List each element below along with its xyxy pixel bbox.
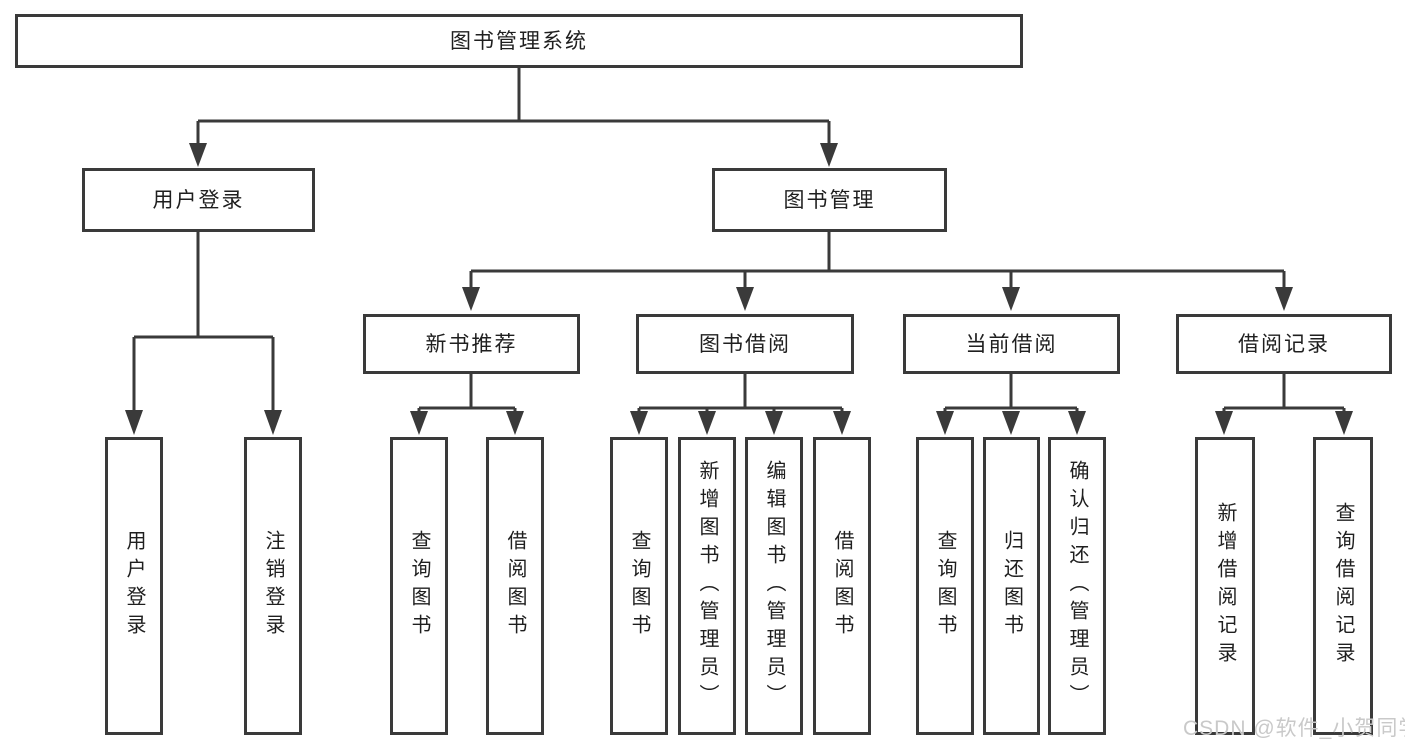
node-label: 图书管理系统 bbox=[450, 29, 588, 53]
node-label: 用户登录 bbox=[152, 188, 245, 212]
node-library-system: 图书管理系统 bbox=[15, 14, 1023, 68]
node-book-borrow: 图书借阅 bbox=[636, 314, 854, 374]
leaf-add-borrow-record: 新增借阅记录 bbox=[1195, 437, 1255, 735]
node-new-book-recommend: 新书推荐 bbox=[363, 314, 580, 374]
node-current-borrow: 当前借阅 bbox=[903, 314, 1120, 374]
arrowhead-icon bbox=[1335, 411, 1353, 435]
node-book-management: 图书管理 bbox=[712, 168, 947, 232]
arrowhead-icon bbox=[506, 411, 524, 435]
node-label: 注销登录 bbox=[262, 530, 284, 642]
arrowhead-icon bbox=[1275, 287, 1293, 311]
node-label: 查询图书 bbox=[934, 530, 956, 642]
leaf-add-book-admin: 新增图书（管理员） bbox=[678, 437, 736, 735]
connector-current-borrow-to-leaves bbox=[936, 374, 1086, 435]
node-label: 新增图书（管理员） bbox=[696, 460, 718, 712]
leaf-edit-book-admin: 编辑图书（管理员） bbox=[745, 437, 803, 735]
node-label: 新增借阅记录 bbox=[1214, 502, 1236, 670]
arrowhead-icon bbox=[820, 143, 838, 167]
node-label: 查询借阅记录 bbox=[1332, 502, 1354, 670]
leaf-query-books-borrow: 查询图书 bbox=[610, 437, 668, 735]
leaf-user-login: 用户登录 bbox=[105, 437, 163, 735]
node-label: 借阅图书 bbox=[504, 530, 526, 642]
connector-book-borrow-to-leaves bbox=[630, 374, 851, 435]
arrowhead-icon bbox=[410, 411, 428, 435]
node-label: 查询图书 bbox=[408, 530, 430, 642]
leaf-borrow-books: 借阅图书 bbox=[813, 437, 871, 735]
leaf-query-books-recommend: 查询图书 bbox=[390, 437, 448, 735]
node-label: 归还图书 bbox=[1000, 530, 1023, 642]
node-borrow-records: 借阅记录 bbox=[1176, 314, 1392, 374]
watermark: CSDN @软件_小贺同学 bbox=[1183, 717, 1405, 740]
connector-new-book-to-leaves bbox=[410, 374, 524, 435]
leaf-borrow-books-recommend: 借阅图书 bbox=[486, 437, 544, 735]
node-label: 当前借阅 bbox=[965, 332, 1058, 356]
leaf-logout: 注销登录 bbox=[244, 437, 302, 735]
arrowhead-icon bbox=[125, 410, 143, 435]
arrowhead-icon bbox=[936, 411, 954, 435]
leaf-confirm-return-admin: 确认归还（管理员） bbox=[1048, 437, 1106, 735]
node-label: 借阅记录 bbox=[1238, 332, 1330, 356]
arrowhead-icon bbox=[189, 143, 207, 167]
connector-book-management-to-level3 bbox=[462, 232, 1293, 311]
arrowhead-icon bbox=[1002, 411, 1020, 435]
arrowhead-icon bbox=[1068, 411, 1086, 435]
arrowhead-icon bbox=[698, 411, 716, 435]
node-label: 确认归还（管理员） bbox=[1066, 460, 1088, 712]
arrowhead-icon bbox=[264, 410, 282, 435]
node-label: 查询图书 bbox=[628, 530, 650, 642]
arrowhead-icon bbox=[462, 287, 480, 311]
node-label: 编辑图书（管理员） bbox=[763, 460, 785, 712]
leaf-query-borrow-record: 查询借阅记录 bbox=[1313, 437, 1373, 735]
leaf-query-books-current: 查询图书 bbox=[916, 437, 974, 735]
arrowhead-icon bbox=[1002, 287, 1020, 311]
connector-borrow-records-to-leaves bbox=[1215, 374, 1353, 435]
arrowhead-icon bbox=[630, 411, 648, 435]
arrowhead-icon bbox=[1215, 411, 1233, 435]
node-label: 图书管理 bbox=[783, 188, 876, 212]
node-label: 借阅图书 bbox=[831, 530, 853, 642]
leaf-return-book: 归还图书 bbox=[983, 437, 1040, 735]
arrowhead-icon bbox=[833, 411, 851, 435]
node-label: 新书推荐 bbox=[425, 332, 518, 356]
arrowhead-icon bbox=[765, 411, 783, 435]
connector-user-login-to-leaves bbox=[125, 232, 282, 435]
node-label: 用户登录 bbox=[123, 530, 145, 642]
arrowhead-icon bbox=[736, 287, 754, 311]
connector-root-to-level2 bbox=[189, 68, 838, 167]
node-label: 图书借阅 bbox=[699, 332, 791, 356]
node-user-login: 用户登录 bbox=[82, 168, 315, 232]
